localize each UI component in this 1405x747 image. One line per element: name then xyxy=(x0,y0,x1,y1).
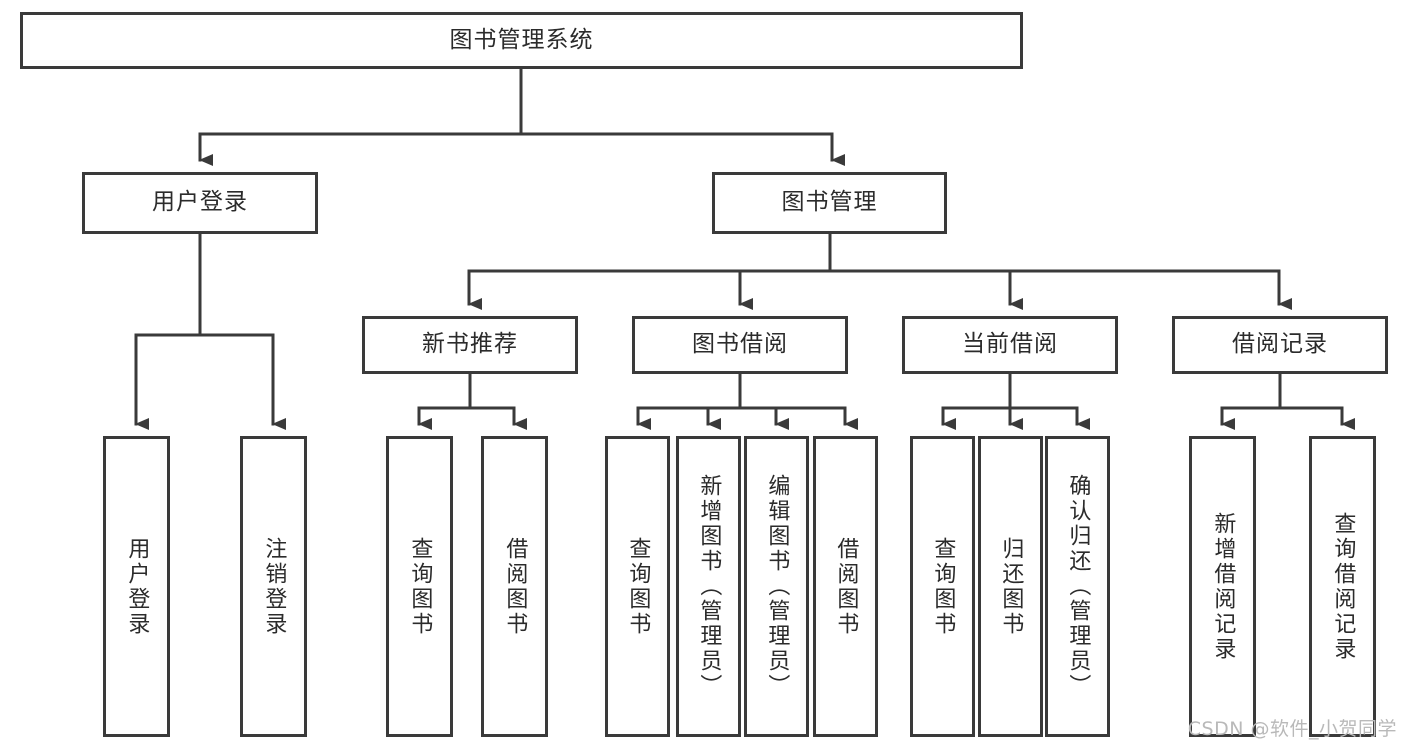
node-borrow-record[interactable]: 借阅记录 xyxy=(1172,316,1388,374)
node-leaf-borrow-book-1[interactable]: 借阅图书 xyxy=(481,436,548,737)
node-leaf-borrow-book-2[interactable]: 借阅图书 xyxy=(813,436,878,737)
node-book-manage[interactable]: 图书管理 xyxy=(712,172,947,234)
node-book-borrow[interactable]: 图书借阅 xyxy=(632,316,848,374)
node-label: 注销登录 xyxy=(261,536,287,637)
node-label: 新增图书（管理员） xyxy=(696,474,722,699)
node-leaf-query-book-3[interactable]: 查询图书 xyxy=(910,436,975,737)
node-leaf-return-book[interactable]: 归还图书 xyxy=(978,436,1043,737)
node-label: 用户登录 xyxy=(124,536,150,637)
node-user-login[interactable]: 用户登录 xyxy=(82,172,318,234)
node-leaf-add-book[interactable]: 新增图书（管理员） xyxy=(676,436,741,737)
node-label: 归还图书 xyxy=(998,536,1024,637)
node-leaf-query-book-1[interactable]: 查询图书 xyxy=(386,436,453,737)
node-label: 借阅图书 xyxy=(502,536,528,637)
node-label: 图书管理 xyxy=(781,189,878,216)
node-leaf-user-login[interactable]: 用户登录 xyxy=(103,436,170,737)
node-label: 新书推荐 xyxy=(422,331,518,358)
node-label: 借阅图书 xyxy=(833,536,859,637)
node-label: 新增借阅记录 xyxy=(1210,511,1236,662)
node-label: 借阅记录 xyxy=(1232,331,1328,358)
node-leaf-edit-book[interactable]: 编辑图书（管理员） xyxy=(744,436,809,737)
csdn-watermark: CSDN @软件_小贺同学 xyxy=(1187,718,1397,740)
node-leaf-query-book-2[interactable]: 查询图书 xyxy=(605,436,670,737)
node-label: 查询图书 xyxy=(930,536,956,637)
node-label: 查询图书 xyxy=(407,536,433,637)
node-leaf-logout[interactable]: 注销登录 xyxy=(240,436,307,737)
node-new-book-recommend[interactable]: 新书推荐 xyxy=(362,316,578,374)
node-label: 当前借阅 xyxy=(962,331,1058,358)
node-label: 查询图书 xyxy=(625,536,651,637)
node-label: 图书管理系统 xyxy=(449,26,594,53)
node-leaf-add-record[interactable]: 新增借阅记录 xyxy=(1189,436,1256,737)
node-label: 确认归还（管理员） xyxy=(1065,474,1091,699)
node-label: 用户登录 xyxy=(152,189,248,216)
node-leaf-confirm-return[interactable]: 确认归还（管理员） xyxy=(1045,436,1110,737)
node-current-borrow[interactable]: 当前借阅 xyxy=(902,316,1118,374)
node-label: 查询借阅记录 xyxy=(1330,511,1356,662)
node-root-system[interactable]: 图书管理系统 xyxy=(20,12,1023,69)
node-label: 图书借阅 xyxy=(692,331,788,358)
node-label: 编辑图书（管理员） xyxy=(764,474,790,699)
node-leaf-query-record[interactable]: 查询借阅记录 xyxy=(1309,436,1376,737)
